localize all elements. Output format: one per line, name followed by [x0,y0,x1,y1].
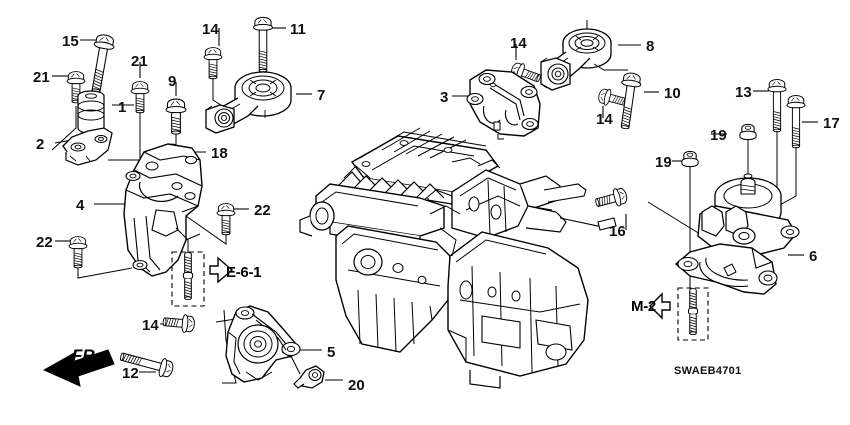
part-5-rear-mount [225,305,301,383]
callout-17: 17 [823,115,840,132]
part-13-bolt [767,79,787,133]
part-14-bottom-bolt [161,312,196,334]
part-4-bracket [123,143,203,277]
part-15-bolt [85,32,117,95]
part-22-left-bolt [68,236,88,269]
rod-bushing-end [205,104,235,134]
arrow-e61 [209,256,234,284]
callout-3: 3 [440,89,449,106]
part-6-transmission-mount [674,173,800,295]
section-ref-m2-group [649,287,709,341]
callout-1: 1 [118,99,127,116]
part-19-upper-nut [739,123,757,141]
rod8-bushing-end [540,57,571,91]
arrow-m2 [649,292,671,320]
callout-21-right: 21 [131,53,148,70]
part-9-bolt [165,98,187,135]
callout-13: 13 [735,84,752,101]
callout-14-top-left: 14 [202,21,219,38]
callout-2: 2 [36,136,45,153]
front-direction-arrow [42,349,115,387]
part-19-lower-nut [681,150,699,168]
part-7-torque-rod [205,71,292,134]
part-21-right-bolt [130,81,150,114]
callout-19-lower: 19 [655,154,672,171]
callout-21-left: 21 [33,69,50,86]
callout-14-rod: 14 [596,111,613,128]
part-2-bracket [62,127,113,166]
callout-14-bracket: 14 [510,35,527,52]
part-1-stopper [77,90,105,135]
callout-18: 18 [211,145,228,162]
callout-7: 7 [317,87,326,104]
section-ref-m2-label[interactable]: M-2 [631,298,656,315]
part-20-stopper [293,365,325,389]
part-11-bolt [253,16,273,73]
callout-22-left: 22 [36,234,53,251]
callout-9: 9 [168,73,177,90]
section-ref-e61-label[interactable]: E-6-1 [226,264,262,281]
section-ref-e61-group [171,227,234,307]
part-8-torque-rod [540,20,628,91]
callout-6: 6 [809,248,818,265]
part-16-bolt [593,185,630,213]
front-direction-label: FR. [72,346,100,365]
callout-10: 10 [664,85,681,102]
callout-12: 12 [122,365,139,382]
part-14-top-bolt [203,47,223,80]
callout-5: 5 [327,344,336,361]
callout-8: 8 [646,38,655,55]
part-22-right-bolt [216,203,236,236]
callout-15: 15 [62,33,79,50]
callout-20: 20 [348,377,365,394]
callout-11: 11 [290,21,306,38]
callout-16: 16 [609,223,626,240]
engine-assembly [299,127,617,389]
callout-19-upper: 19 [710,127,727,144]
callout-4: 4 [76,197,85,214]
part-3-bracket [466,69,541,140]
diagram-part-number: SWAEB4701 [674,365,742,377]
callout-22-right: 22 [254,202,271,219]
callout-14-bottom: 14 [142,317,159,334]
